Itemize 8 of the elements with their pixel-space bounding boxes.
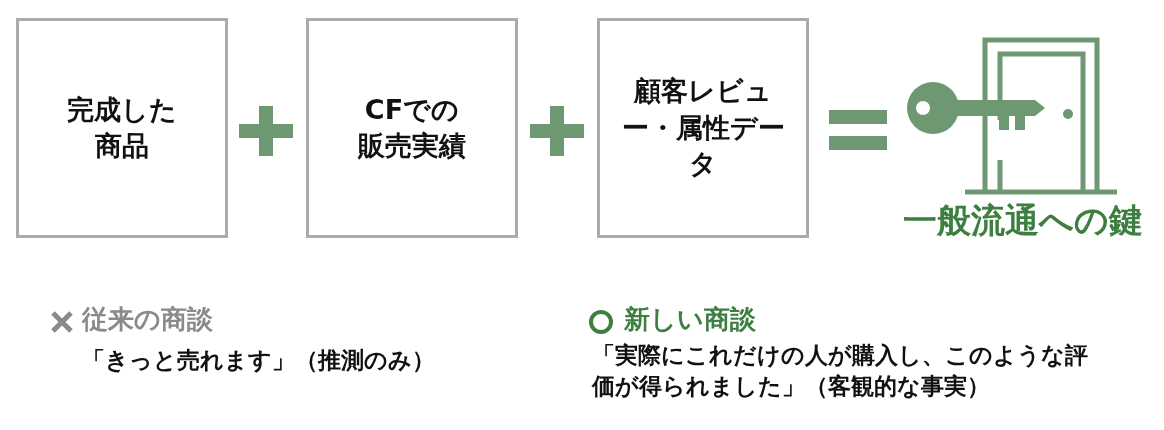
content-box: CFでの販売実績: [306, 18, 518, 238]
section-heading: 新しい商談: [624, 303, 756, 336]
content-box: 完成した商品: [16, 18, 228, 238]
content-box: 顧客レビュー・属性データ: [597, 18, 809, 238]
section-heading: 従来の商談: [82, 303, 213, 336]
quote-text: 「きっと売れます」（推測のみ）: [82, 346, 435, 375]
quote-text: 「実際にこれだけの人が購入し、このような評価が得られました」（客観的な事実）: [592, 341, 1089, 402]
caption-text: 一般流通への鍵: [903, 199, 1143, 242]
